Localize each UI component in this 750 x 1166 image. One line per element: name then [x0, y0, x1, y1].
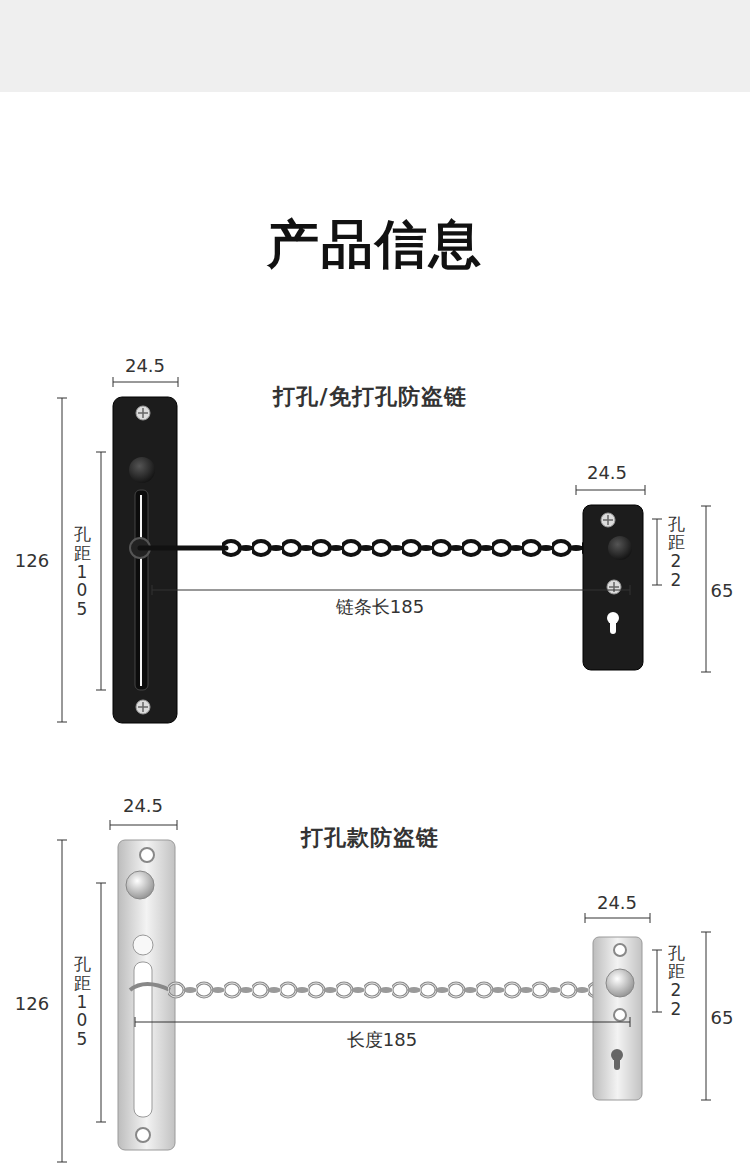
dimension-label: 链条长185	[334, 595, 426, 619]
dimension-label: 孔距105	[72, 525, 93, 618]
dimension-label: 65	[709, 1007, 736, 1028]
dimension-label: 65	[709, 580, 736, 601]
dimension-label: 长度185	[345, 1028, 419, 1052]
page-title: 产品信息	[267, 210, 483, 280]
top-band	[0, 0, 750, 92]
dimension-label: 孔距22	[666, 515, 687, 590]
dimension-label: 126	[13, 993, 51, 1014]
section-heading: 打孔/免打孔防盗链	[271, 382, 468, 412]
dimension-label: 孔距105	[72, 955, 93, 1048]
dimension-label: 24.5	[123, 355, 167, 376]
dimension-label: 24.5	[595, 892, 639, 913]
dimension-label: 24.5	[585, 462, 629, 483]
dimension-label: 126	[13, 550, 51, 571]
dimension-label: 24.5	[121, 795, 165, 816]
dimension-label: 孔距22	[666, 944, 687, 1019]
section-heading: 打孔款防盗链	[299, 823, 441, 853]
